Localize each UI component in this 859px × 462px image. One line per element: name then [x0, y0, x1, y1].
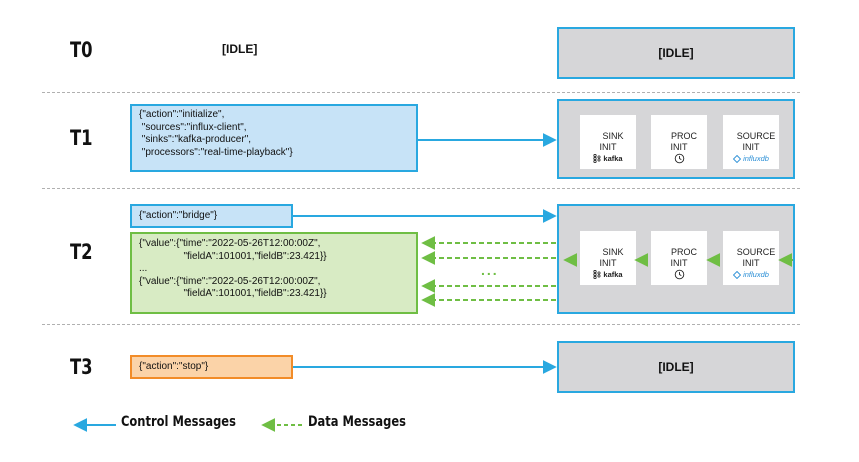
state-box-t2: SINK INIT kafka PROC INIT SOURCE INIT in… [557, 204, 795, 314]
state-box-t0: [IDLE] [557, 27, 795, 79]
time-label-t3: T3 [70, 355, 93, 379]
clock-icon [651, 153, 707, 164]
initialize-message: {"action":"initialize", "sources":"influ… [130, 104, 418, 172]
time-label-t0: T0 [70, 38, 93, 62]
card-label: SOURCE INIT [736, 131, 776, 152]
sink-card: SINK INIT kafka [580, 115, 636, 169]
card-label: PROC INIT [670, 131, 698, 152]
kafka-icon: kafka [580, 269, 636, 280]
clock-icon [651, 269, 707, 280]
state-label: [IDLE] [658, 360, 694, 374]
time-label-t1: T1 [70, 126, 93, 150]
row-divider [42, 324, 800, 325]
state-box-t1: SINK INIT kafka PROC INIT SOURCE INIT in… [557, 99, 795, 179]
card-label: SINK INIT [599, 131, 624, 152]
time-label-t2: T2 [70, 240, 93, 264]
legend-control-label: Control Messages [121, 414, 236, 430]
state-label: [IDLE] [658, 46, 694, 60]
source-card: SOURCE INIT influxdb [723, 231, 779, 285]
row-divider [42, 188, 800, 189]
card-label: SOURCE INIT [736, 247, 776, 268]
stop-message: {"action":"stop"} [130, 355, 293, 379]
row-divider [42, 92, 800, 93]
data-message: {"value":{"time":"2022-05-26T12:00:00Z",… [130, 232, 418, 314]
proc-card: PROC INIT [651, 115, 707, 169]
influxdb-icon: influxdb [723, 153, 779, 164]
kafka-icon: kafka [580, 153, 636, 164]
sink-card: SINK INIT kafka [580, 231, 636, 285]
card-label: SINK INIT [599, 247, 624, 268]
influxdb-icon: influxdb [723, 269, 779, 280]
card-label: PROC INIT [670, 247, 698, 268]
legend-data-label: Data Messages [308, 414, 406, 430]
source-card: SOURCE INIT influxdb [723, 115, 779, 169]
state-box-t3: [IDLE] [557, 341, 795, 393]
ellipsis: ... [481, 262, 499, 278]
bridge-message: {"action":"bridge"} [130, 204, 293, 228]
idle-label: [IDLE] [222, 42, 258, 56]
proc-card: PROC INIT [651, 231, 707, 285]
